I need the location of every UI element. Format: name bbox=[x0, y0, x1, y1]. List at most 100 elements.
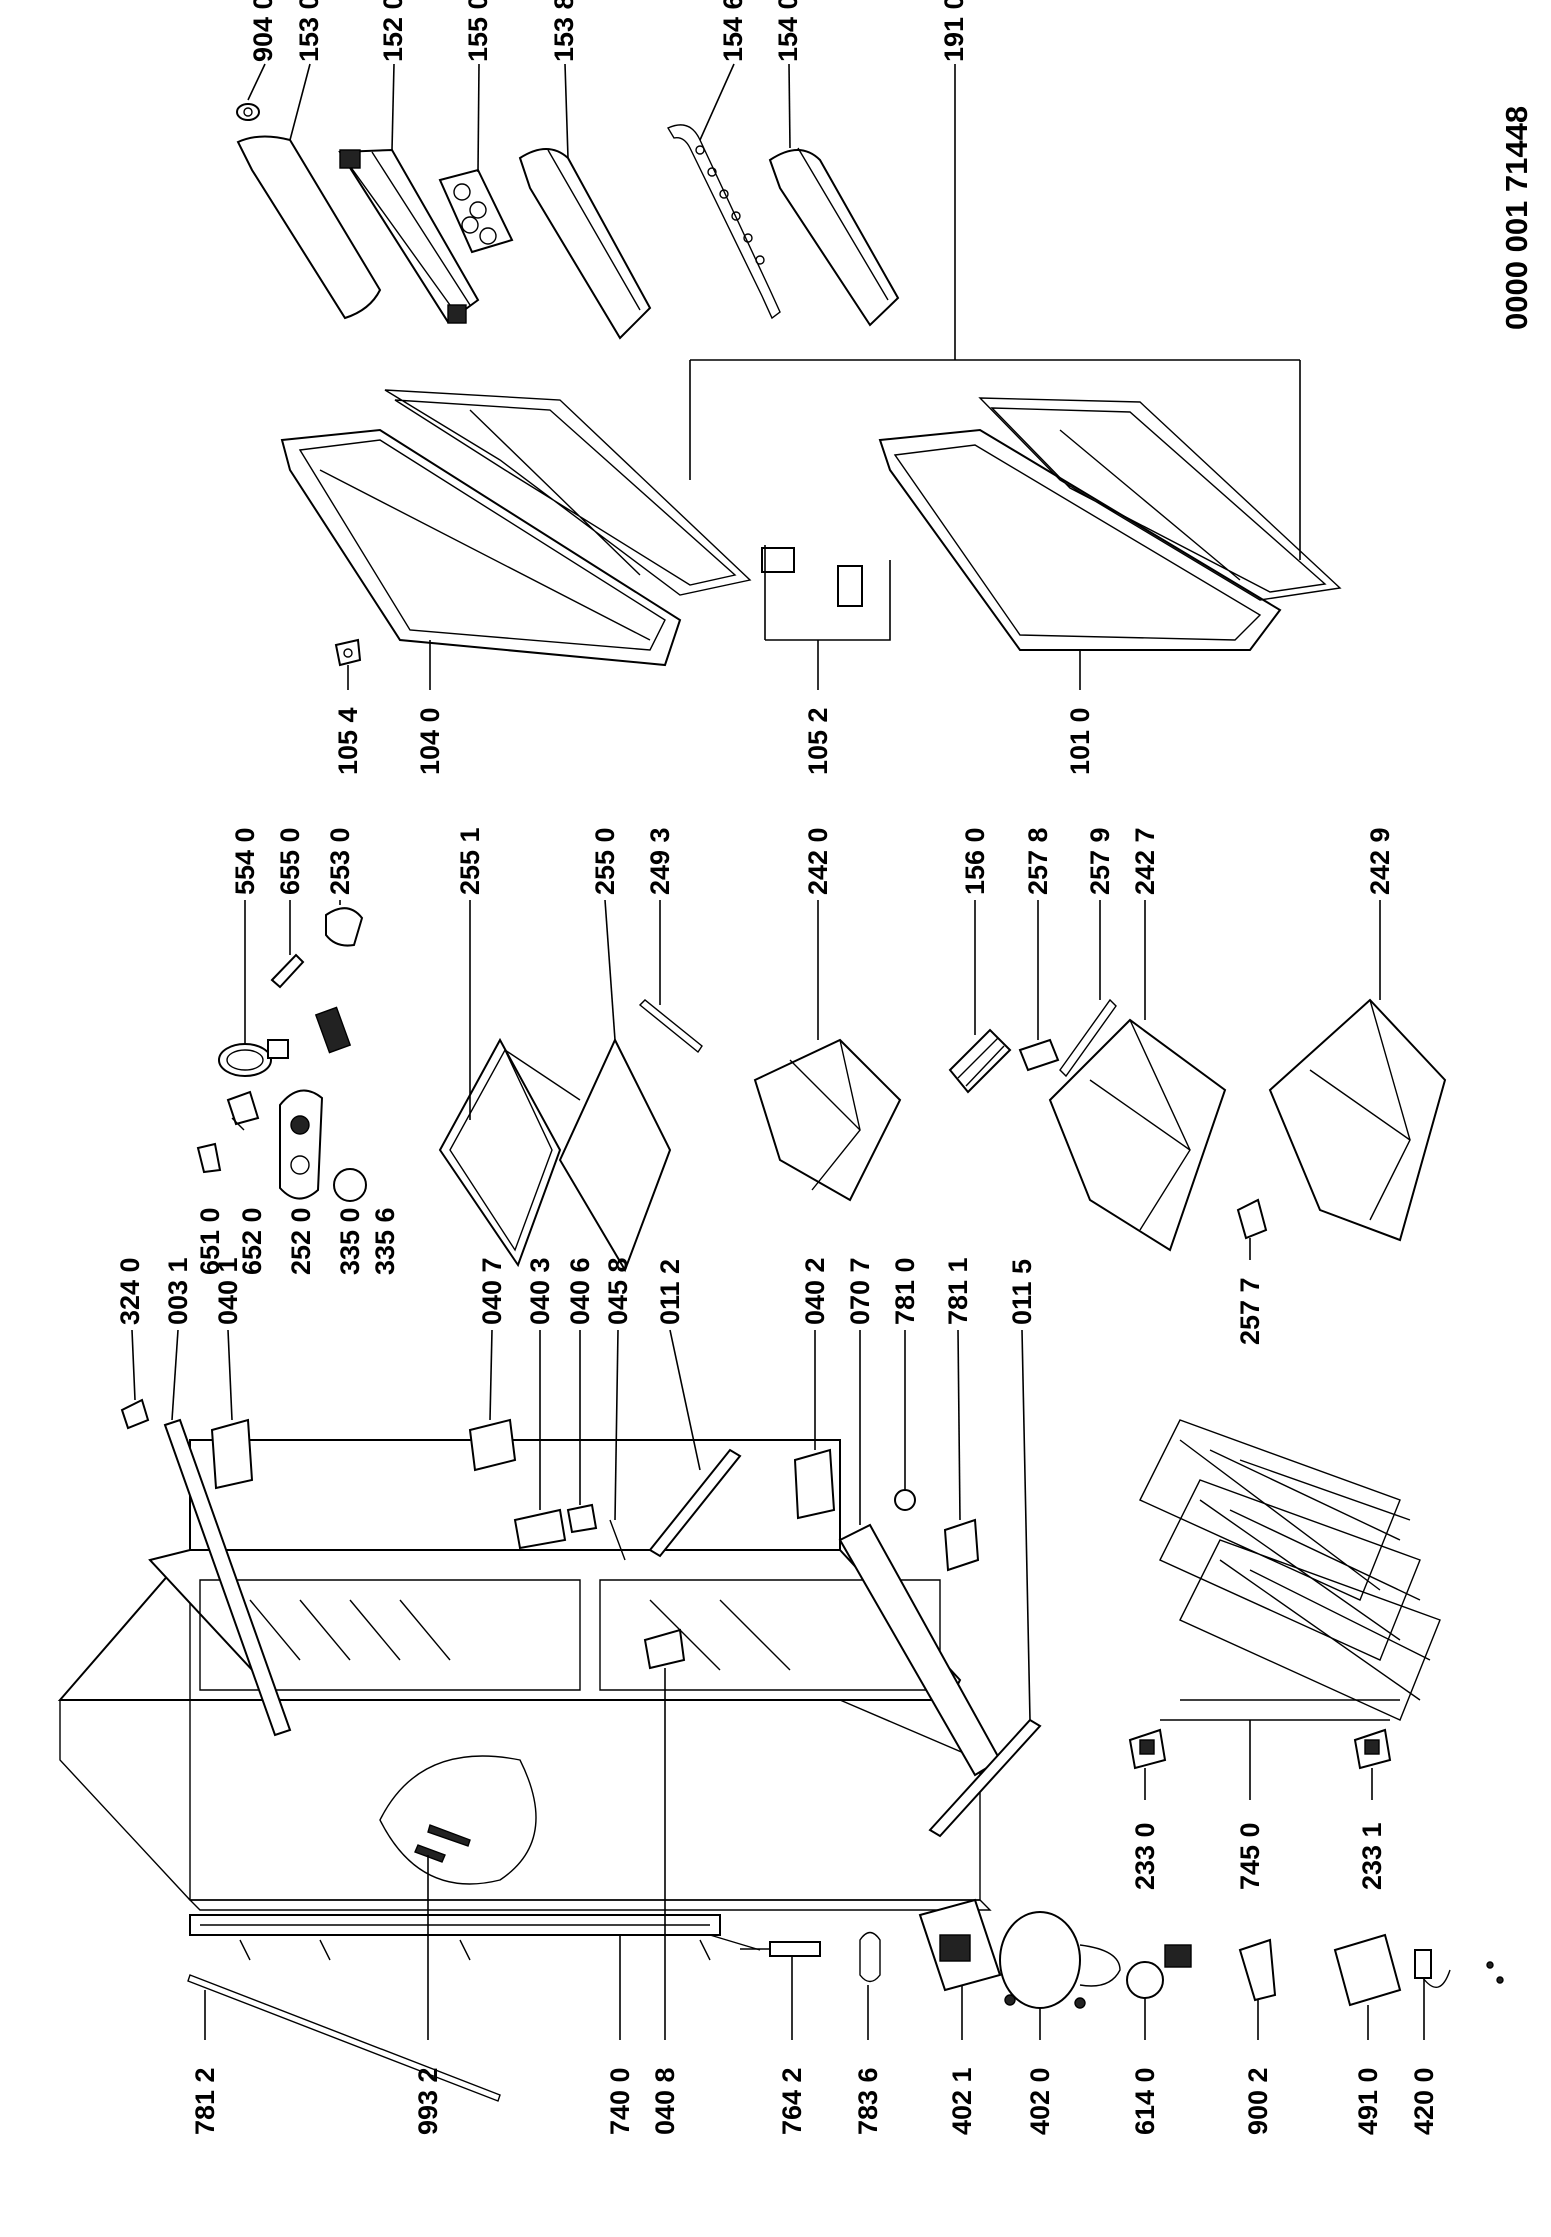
label-249-3: 249 3 bbox=[645, 827, 675, 895]
label-191-0: 191 0 bbox=[939, 0, 969, 62]
label-614-0: 614 0 bbox=[1130, 2067, 1160, 2135]
part-154-6-rail bbox=[666, 124, 781, 320]
label-153-8: 153 8 bbox=[549, 0, 579, 62]
label-745-0: 745 0 bbox=[1235, 1822, 1265, 1890]
part-labels: 904 0 153 0 152 0 155 0 153 8 154 6 154 … bbox=[115, 0, 1439, 2135]
doors-group bbox=[280, 389, 1342, 690]
door-accessories-group bbox=[236, 63, 1301, 560]
part-104-gasket bbox=[384, 389, 752, 596]
part-257-9-bar bbox=[1059, 998, 1117, 1078]
part-153-0-cover bbox=[236, 135, 382, 320]
leader-153-8 bbox=[564, 63, 569, 159]
part-003-1-top-cover bbox=[163, 1418, 292, 1737]
label-242-0: 242 0 bbox=[803, 827, 833, 895]
part-233-1-support bbox=[1353, 1728, 1392, 1770]
leader-152-0 bbox=[391, 63, 395, 151]
label-155-0: 155 0 bbox=[463, 0, 493, 62]
leader-154-6 bbox=[699, 63, 735, 141]
part-249-3-trim bbox=[638, 999, 703, 1054]
label-651-0: 651 0 bbox=[195, 1207, 225, 1275]
part-040-7-hinge bbox=[468, 1418, 517, 1472]
label-257-7: 257 7 bbox=[1235, 1277, 1265, 1345]
label-491-0: 491 0 bbox=[1353, 2067, 1383, 2135]
part-255-1-shelf bbox=[438, 1037, 581, 1268]
label-781-1: 781 1 bbox=[943, 1257, 973, 1325]
label-153-0: 153 0 bbox=[294, 0, 324, 62]
label-255-1: 255 1 bbox=[455, 827, 485, 895]
part-740-0-condenser bbox=[189, 1914, 761, 1961]
leader-324-0 bbox=[131, 1329, 136, 1401]
part-651-0-lamp bbox=[196, 1142, 222, 1174]
label-040-1: 040 1 bbox=[213, 1257, 243, 1325]
label-242-7: 242 7 bbox=[1130, 827, 1160, 895]
leader-781-1 bbox=[957, 1329, 961, 1521]
leader-011-2 bbox=[669, 1329, 701, 1471]
leader-154-0 bbox=[788, 63, 791, 149]
label-402-1: 402 1 bbox=[947, 2067, 977, 2135]
part-257-7-clip bbox=[1236, 1198, 1268, 1240]
leader-040-7 bbox=[489, 1329, 493, 1421]
label-554-0: 554 0 bbox=[230, 827, 260, 895]
part-781-0-cap bbox=[894, 1489, 916, 1511]
part-105-2-hinges bbox=[761, 545, 891, 641]
part-335-0-knob bbox=[333, 1168, 367, 1202]
part-242-7-drawer bbox=[1048, 1018, 1227, 1252]
label-040-7: 040 7 bbox=[477, 1257, 507, 1325]
part-040-8-bracket bbox=[643, 1628, 686, 1670]
label-257-9: 257 9 bbox=[1085, 827, 1115, 895]
part-040-3-hinge bbox=[513, 1508, 567, 1550]
label-154-0: 154 0 bbox=[773, 0, 803, 62]
part-554-0-light-cover bbox=[218, 1039, 289, 1077]
leader-040-1 bbox=[227, 1329, 233, 1421]
part-011-5-rail bbox=[928, 1718, 1042, 1838]
label-335-6: 335 6 bbox=[370, 1207, 400, 1275]
part-252-0-thermostat bbox=[279, 1089, 324, 1200]
part-335-6-spring bbox=[314, 1006, 352, 1054]
label-781-0: 781 0 bbox=[890, 1257, 920, 1325]
leader-155-0 bbox=[477, 63, 480, 173]
part-900-2-clamp bbox=[1238, 1938, 1277, 2002]
label-040-6: 040 6 bbox=[565, 1257, 595, 1325]
part-154-0-door-rack bbox=[768, 147, 900, 327]
leader-153-0 bbox=[289, 63, 311, 141]
label-040-2: 040 2 bbox=[800, 1257, 830, 1325]
label-781-2: 781 2 bbox=[190, 2067, 220, 2135]
leader-045-8 bbox=[614, 1329, 619, 1521]
label-011-5: 011 5 bbox=[1007, 1259, 1037, 1325]
label-783-6: 783 6 bbox=[853, 2067, 883, 2135]
part-652-0-switch bbox=[226, 1090, 260, 1131]
part-040-1-hinge bbox=[210, 1418, 254, 1490]
cooling-system-group bbox=[187, 1668, 1504, 2102]
part-783-6-clip bbox=[859, 1931, 881, 1983]
part-242-9-drawer bbox=[1268, 998, 1447, 1242]
label-420-0: 420 0 bbox=[1409, 2067, 1439, 2135]
label-003-1: 003 1 bbox=[163, 1257, 193, 1325]
label-233-1: 233 1 bbox=[1357, 1822, 1387, 1890]
part-402-1-box bbox=[918, 1898, 1002, 1992]
part-491-0-cover bbox=[1333, 1933, 1402, 2007]
part-745-0-wire-shelves bbox=[1139, 1419, 1441, 1721]
part-153-8-door-rack bbox=[518, 148, 652, 340]
part-105-4-hinge-cap bbox=[334, 638, 362, 667]
part-420-0-capacitor bbox=[1414, 1949, 1504, 1988]
label-233-0: 233 0 bbox=[1130, 1822, 1160, 1890]
label-655-0: 655 0 bbox=[275, 827, 305, 895]
label-764-2: 764 2 bbox=[777, 2067, 807, 2135]
leader-011-5 bbox=[1021, 1329, 1031, 1721]
label-242-9: 242 9 bbox=[1365, 827, 1395, 895]
part-040-6-plate bbox=[566, 1503, 598, 1534]
part-011-2-rail bbox=[648, 1448, 742, 1558]
part-255-0-glass-shelf bbox=[558, 1037, 672, 1273]
wire-shelves-group bbox=[1128, 1419, 1441, 1800]
part-253-0-knob bbox=[325, 907, 364, 947]
label-255-0: 255 0 bbox=[590, 827, 620, 895]
label-253-0: 253 0 bbox=[325, 827, 355, 895]
cabinet-group bbox=[57, 1329, 1042, 1911]
part-233-0-support bbox=[1128, 1728, 1167, 1770]
label-101-0: 101 0 bbox=[1065, 707, 1095, 775]
part-324-0-cap bbox=[120, 1398, 150, 1430]
part-993-2-sensor bbox=[414, 1844, 446, 1863]
label-324-0: 324 0 bbox=[115, 1257, 145, 1325]
leader-904-0 bbox=[247, 63, 266, 101]
part-101-gasket bbox=[978, 397, 1342, 601]
